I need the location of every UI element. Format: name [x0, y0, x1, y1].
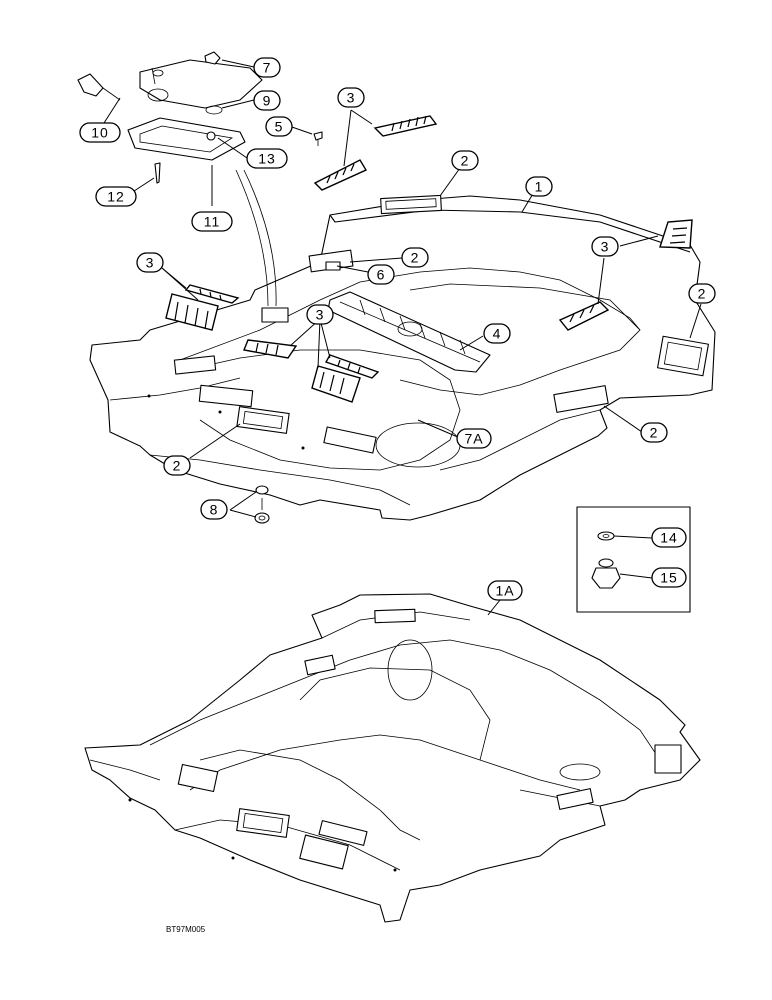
callout-1a: 1A: [487, 580, 523, 601]
callout-2-top: 2: [451, 150, 479, 171]
svg-text:12: 12: [107, 189, 125, 205]
figure-reference-code: BT97M005: [166, 925, 206, 934]
callout-8: 8: [200, 499, 228, 520]
svg-text:2: 2: [650, 425, 659, 441]
vent-3b: [558, 219, 693, 331]
svg-text:1: 1: [535, 179, 544, 195]
svg-text:3: 3: [347, 90, 356, 106]
callout-2-right: 2: [688, 283, 716, 304]
callout-11: 11: [191, 211, 233, 232]
svg-text:5: 5: [275, 119, 284, 135]
callout-5: 5: [265, 116, 293, 137]
svg-text:7: 7: [263, 60, 272, 76]
vent-group: [165, 115, 693, 403]
svg-text:2: 2: [173, 458, 182, 474]
svg-text:3: 3: [316, 307, 325, 323]
clip-6: [325, 261, 341, 271]
vent-3a-1: [373, 115, 438, 137]
callout-4: 4: [483, 323, 511, 344]
svg-text:3: 3: [146, 255, 155, 271]
callout-3-left: 3: [136, 252, 164, 273]
svg-text:13: 13: [258, 151, 276, 167]
callout-3-top: 3: [337, 87, 365, 108]
callout-14: 14: [651, 527, 687, 548]
screw-5: [313, 131, 323, 146]
fasteners-8: [254, 485, 270, 524]
callout-13: 13: [246, 148, 288, 169]
vent-3d: [243, 339, 380, 403]
callout-2-lower-right: 2: [640, 422, 668, 443]
callout-7a: 7A: [456, 428, 492, 449]
headliner-lower: [84, 593, 701, 923]
svg-text:3: 3: [601, 239, 610, 255]
svg-text:2: 2: [411, 250, 420, 266]
inset-detail-box: [576, 506, 691, 613]
svg-text:10: 10: [91, 125, 109, 141]
callout-1: 1: [525, 176, 553, 197]
svg-text:9: 9: [263, 93, 272, 109]
callout-9: 9: [253, 90, 281, 111]
vent-3a-2: [313, 159, 368, 191]
callout-15: 15: [651, 567, 687, 588]
callout-2-center: 2: [401, 247, 429, 268]
callout-10: 10: [79, 122, 121, 143]
callout-7: 7: [253, 57, 281, 78]
svg-text:1A: 1A: [495, 583, 514, 599]
svg-text:15: 15: [660, 570, 678, 586]
svg-text:8: 8: [210, 502, 219, 518]
svg-text:11: 11: [204, 214, 221, 230]
svg-text:2: 2: [698, 286, 707, 302]
leader-lines: [103, 59, 702, 616]
headliner-upper: [89, 194, 716, 521]
svg-text:7A: 7A: [464, 431, 483, 447]
svg-text:14: 14: [660, 530, 678, 546]
dome-light-assembly: [77, 51, 277, 307]
callout-6: 6: [367, 264, 395, 285]
svg-text:4: 4: [493, 326, 502, 342]
callout-12: 12: [95, 186, 137, 207]
svg-text:6: 6: [377, 267, 386, 283]
vent-3c: [165, 284, 240, 331]
svg-text:2: 2: [461, 153, 470, 169]
callout-2-lower-left: 2: [163, 455, 191, 476]
callout-3-right: 3: [591, 236, 619, 257]
callout-3-middle: 3: [306, 304, 334, 325]
